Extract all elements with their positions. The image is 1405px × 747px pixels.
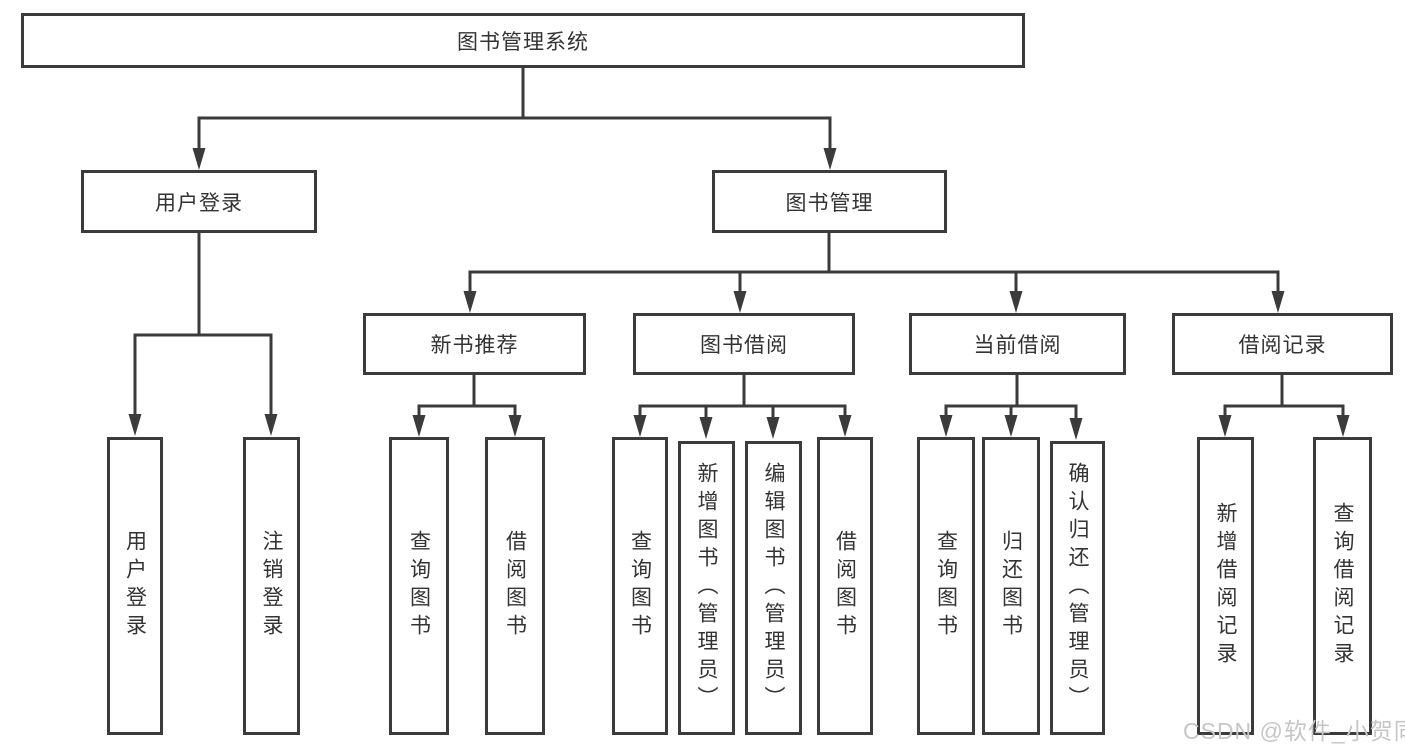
leaf-return-book: 归还图书 bbox=[982, 437, 1040, 735]
leaf-borrow-book-recommend: 借阅图书 bbox=[485, 437, 545, 735]
leaf-borrow-book: 借阅图书 bbox=[817, 437, 873, 735]
node-library-management-system: 图书管理系统 bbox=[21, 13, 1025, 68]
arrowheads bbox=[128, 148, 1350, 440]
leaf-query-book-borrow: 查询图书 bbox=[612, 437, 668, 735]
node-book-borrow: 图书借阅 bbox=[633, 313, 855, 375]
node-borrow-records: 借阅记录 bbox=[1172, 313, 1393, 375]
leaf-query-book-current: 查询图书 bbox=[917, 437, 975, 735]
leaf-add-book-admin: 新增图书（管理员） bbox=[678, 441, 735, 735]
node-current-borrow: 当前借阅 bbox=[909, 313, 1126, 375]
leaf-confirm-return-admin: 确认归还（管理员） bbox=[1050, 441, 1105, 735]
leaf-add-borrow-record: 新增借阅记录 bbox=[1197, 437, 1254, 735]
leaf-edit-book-admin: 编辑图书（管理员） bbox=[745, 441, 802, 735]
leaf-user-login: 用户登录 bbox=[107, 437, 163, 735]
node-book-management: 图书管理 bbox=[712, 170, 947, 233]
csdn-watermark: CSDN @软件_小贺同学 bbox=[1183, 718, 1405, 744]
node-user-login: 用户登录 bbox=[81, 170, 317, 233]
node-new-book-recommend: 新书推荐 bbox=[363, 313, 586, 375]
leaf-query-borrow-record: 查询借阅记录 bbox=[1313, 437, 1372, 735]
leaf-logout: 注销登录 bbox=[243, 437, 300, 735]
leaf-query-book-recommend: 查询图书 bbox=[389, 437, 449, 735]
